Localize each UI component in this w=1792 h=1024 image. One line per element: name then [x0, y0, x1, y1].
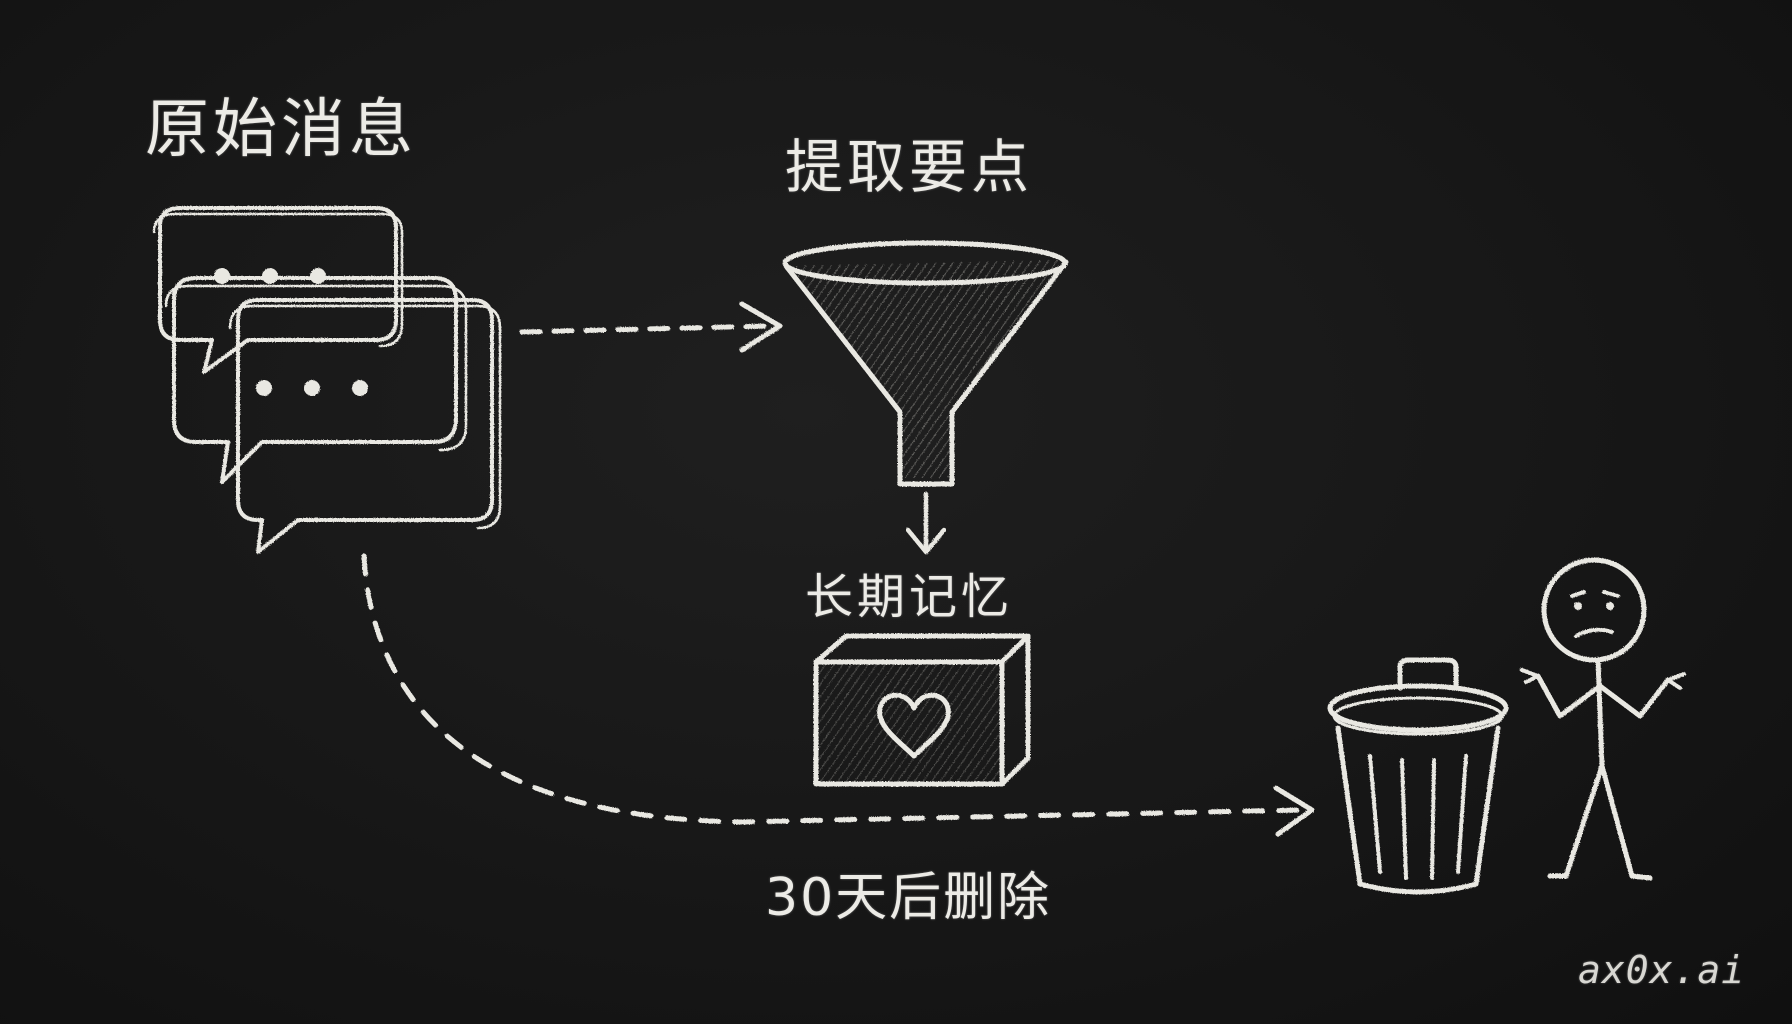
extract-key-points-label: 提取要点 — [785, 133, 1034, 201]
shrugging-stick-figure-icon — [1520, 557, 1686, 881]
funnel-icon — [782, 240, 1069, 487]
arrow-to-trash — [361, 553, 1315, 837]
heart-box-icon — [813, 633, 1031, 787]
arrow-to-funnel — [519, 301, 783, 353]
trash-can-icon — [1327, 657, 1509, 895]
arrow-to-memory — [905, 491, 947, 555]
long-term-memory-label: 长期记忆 — [805, 569, 1014, 625]
chat-bubbles-icon — [152, 206, 502, 554]
raw-messages-label: 原始消息 — [145, 93, 417, 167]
delete-after-30-days-label: 30天后删除 — [765, 868, 1052, 928]
watermark: ax0x.ai — [1578, 948, 1746, 992]
